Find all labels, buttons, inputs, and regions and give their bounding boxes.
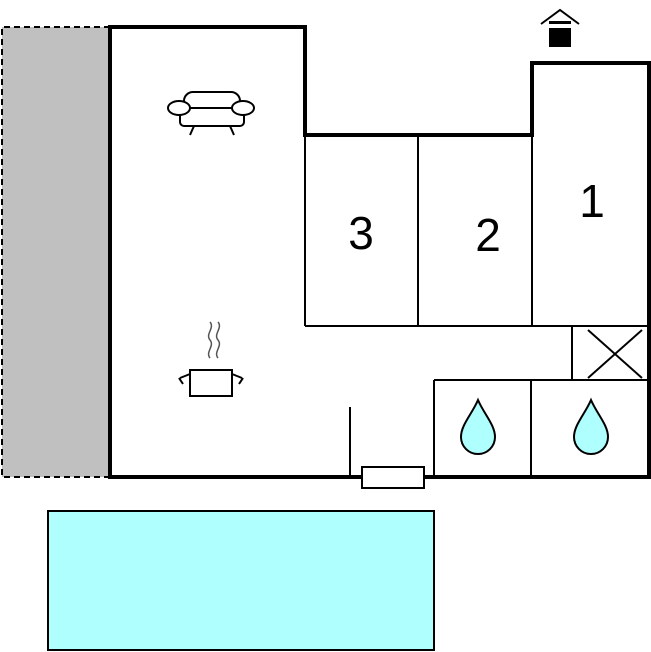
sofa-icon [167, 91, 255, 136]
pool [47, 510, 435, 651]
outer-walls [108, 25, 651, 479]
house-entrance-icon [540, 8, 580, 47]
terrace [2, 27, 110, 477]
water-drop-icon [572, 397, 610, 455]
terrace-outline [1, 26, 110, 478]
room-label-1: 1 [579, 175, 605, 227]
room-label-3: 3 [348, 207, 374, 259]
interior-walls [304, 135, 649, 477]
water-drop-icon [459, 397, 497, 455]
cross-box-icon [587, 329, 643, 379]
room-label-2: 2 [475, 209, 501, 261]
door-icon [361, 466, 425, 489]
cooking-pot-icon [178, 321, 244, 397]
